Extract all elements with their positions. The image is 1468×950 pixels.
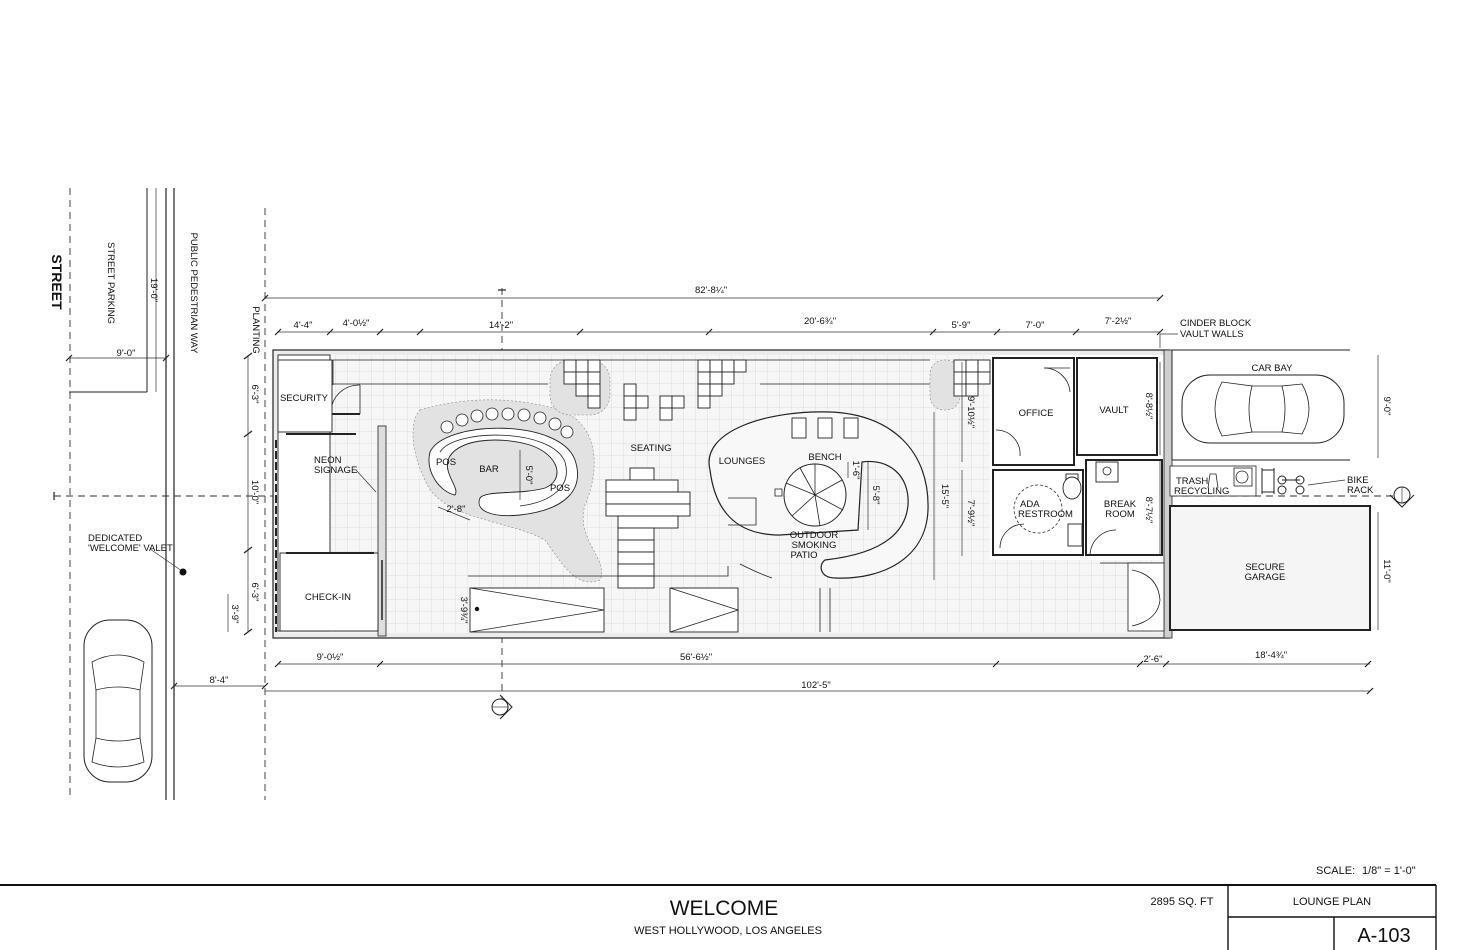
dim-overall-top: 82'-8¼" — [695, 285, 727, 296]
trash-label: TRASH — [1176, 476, 1208, 487]
ada-label-line1: ADA — [1020, 499, 1040, 510]
bar-area: POS BAR POS 5'-0" 2'-8" — [412, 399, 603, 583]
ramps: 3'-9¾" — [458, 566, 740, 633]
dim-5-9: 5'-9" — [952, 320, 971, 331]
outdoor-patio: LOUNGES BENCH OUTDOOR SMOKING PATIO 1'-6… — [708, 411, 950, 632]
neon-label-line2: SIGNAGE — [314, 465, 357, 476]
cinder-label-line1: CINDER BLOCK — [1180, 318, 1252, 329]
street-label: STREET — [49, 254, 65, 310]
valet-label-line2: 'WELCOME' VALET — [88, 543, 173, 554]
dim-left-6-3-bottom: 6'-3" — [249, 583, 260, 602]
dimension-strings: 82'-8¼" 4'-4" 4'-0½" 14'-2" 20'-6¾" 5'-9… — [170, 285, 1374, 695]
section-marker-bottom-icon — [491, 694, 513, 720]
dim-bar-depth: 5'-0" — [523, 466, 534, 485]
car-bay-car-icon — [1181, 374, 1345, 444]
bike-label-line2: RACK — [1347, 485, 1374, 496]
project-location: WEST HOLLYWOOD, LOS ANGELES — [634, 925, 822, 937]
car-bay-label: CAR BAY — [1251, 363, 1293, 374]
dim-7-0: 7'-0" — [1026, 320, 1045, 331]
vault-label: VAULT — [1099, 405, 1128, 416]
project-title: WELCOME — [670, 897, 779, 920]
valet-label-line1: DEDICATED — [88, 533, 142, 544]
dim-left-6-3-top: 6'-3" — [249, 385, 260, 404]
dim-14-2: 14'-2" — [489, 320, 513, 331]
office-label: OFFICE — [1019, 408, 1054, 419]
street-car-icon — [83, 619, 153, 783]
recycling-label: RECYCLING — [1174, 486, 1229, 497]
break-label-line2: ROOM — [1105, 509, 1135, 520]
dim-street-parking-width: 9'-0" — [117, 348, 136, 359]
dim-7-2: 7'-2½" — [1105, 316, 1132, 327]
bar-stools — [440, 407, 574, 439]
bar-label: BAR — [479, 464, 499, 475]
dim-restroom-height: 7'-9½" — [965, 500, 976, 527]
dim-overall-bottom: 102'-5" — [801, 680, 830, 691]
dim-car-bay: 9'-0" — [1381, 397, 1392, 416]
sheet-number: A-103 — [1357, 925, 1410, 947]
dim-vault-height: 8'-8½" — [1143, 393, 1154, 420]
dim-ramp-width: 3'-9¾" — [458, 597, 469, 624]
dim-20-6: 20'-6¾" — [804, 316, 836, 327]
section-markers — [491, 486, 1415, 720]
patio-label-line2: SMOKING — [792, 540, 837, 551]
bike-rack-icon — [1261, 468, 1305, 495]
dim-office-height: 9'-10½" — [965, 396, 976, 428]
sheet-title: LOUNGE PLAN — [1293, 896, 1371, 908]
dim-left-10-0: 10'-0" — [249, 480, 260, 504]
dim-bench-depth: 1'-6" — [850, 461, 861, 480]
patio-label-line1: OUTDOOR — [790, 530, 839, 541]
pos-label-right: POS — [550, 483, 570, 494]
neon-label-line1: NEON — [314, 455, 342, 466]
planting-label: PLANTING — [250, 306, 261, 354]
garage-area: CAR BAY 9'-0" TRASH RECYCLING BIKE RACK … — [1159, 318, 1392, 631]
ada-label-line2: RESTROOM — [1018, 509, 1073, 520]
security-label: SECURITY — [280, 393, 329, 404]
dim-patio-height: 15'-5" — [939, 484, 950, 508]
dim-break-height: 8'-7½" — [1143, 497, 1154, 524]
dim-setback-8-4: 8'-4" — [210, 675, 229, 686]
dim-bar-counter: 2'-8" — [447, 504, 466, 515]
dim-patio-bench: 5'-8" — [870, 486, 881, 505]
bike-label-line1: BIKE — [1347, 475, 1369, 486]
dim-garage-height: 11'-0" — [1381, 559, 1392, 583]
dim-bottom-56-6: 56'-6½" — [680, 652, 712, 663]
street-parking-label: STREET PARKING — [105, 242, 116, 324]
title-block: SCALE: 1/8" = 1'-0" WELCOME WEST HOLLYWO… — [0, 865, 1437, 950]
checkin-label: CHECK-IN — [305, 592, 351, 603]
seating-blocks: SEATING — [549, 359, 991, 589]
patio-label-line3: PATIO — [790, 550, 817, 561]
dim-bottom-9-0: 9'-0½" — [317, 652, 344, 663]
back-of-house: OFFICE VAULT ADA RESTROOM BREAK ROOM 9'-… — [961, 357, 1163, 557]
dim-parking-length: 19'-0" — [148, 278, 159, 302]
garage-label-line1: SECURE — [1245, 562, 1285, 573]
pedestrian-way-label: PUBLIC PEDESTRIAN WAY — [188, 233, 199, 355]
pos-label-left: POS — [436, 457, 456, 468]
seating-label: SEATING — [631, 443, 672, 454]
cinder-label-line2: VAULT WALLS — [1180, 329, 1244, 340]
scale-value: 1/8" = 1'-0" — [1362, 865, 1416, 877]
dim-planting-4-4: 4'-4" — [294, 320, 313, 331]
project-area: 2895 SQ. FT — [1151, 896, 1214, 908]
break-label-line1: BREAK — [1104, 499, 1137, 510]
dim-bottom-2-6: 2'-6" — [1144, 654, 1163, 665]
dim-bottom-18-4: 18'-4¾" — [1255, 650, 1287, 661]
section-marker-right-icon — [1389, 486, 1415, 508]
dim-4-0: 4'-0½" — [343, 318, 370, 329]
bench-label: BENCH — [808, 452, 841, 463]
scale-label: SCALE: — [1316, 865, 1355, 877]
valet-marker — [179, 568, 187, 576]
street-context: STREET STREET PARKING PUBLIC PEDESTRIAN … — [49, 188, 1405, 800]
front-rooms: SECURITY NEON SIGNAGE CHECK-IN — [275, 359, 387, 637]
lounges-label: LOUNGES — [719, 456, 765, 467]
garage-label-line2: GARAGE — [1245, 572, 1286, 583]
dim-left-3-9: 3'-9" — [229, 605, 240, 624]
